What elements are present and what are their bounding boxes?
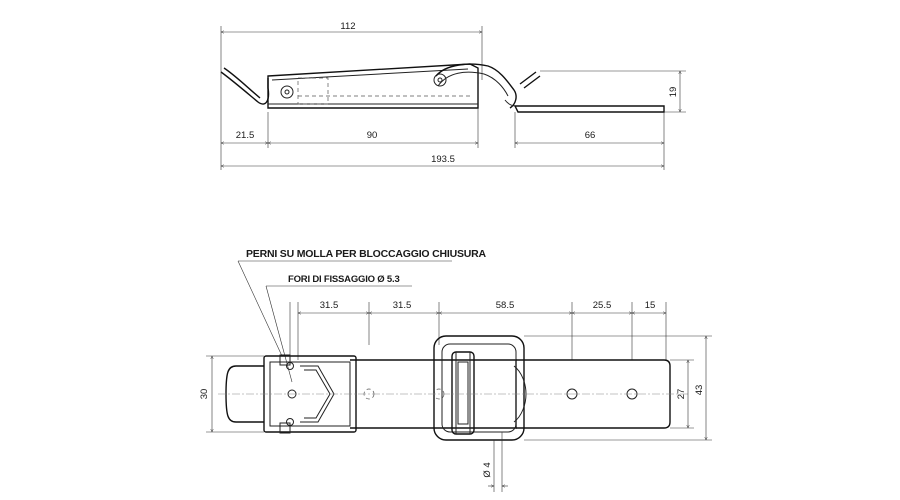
- dimension-66: 66: [515, 112, 664, 170]
- svg-text:PERNI SU MOLLA PER BLOCCAGGIO: PERNI SU MOLLA PER BLOCCAGGIO CHIUSURA: [246, 248, 487, 260]
- dimension-90: 90: [268, 108, 478, 148]
- top-view: PERNI SU MOLLA PER BLOCCAGGIO CHIUSURA F…: [199, 248, 712, 492]
- dimension-90-label: 90: [367, 130, 378, 141]
- dimension-66-label: 66: [585, 130, 596, 141]
- dimension-43-label: 43: [694, 385, 705, 396]
- wire-diameter-label: Ø 4: [482, 462, 493, 477]
- side-view: 112: [221, 21, 686, 170]
- dimension-21-5: 21.5: [221, 80, 268, 170]
- svg-text:FORI DI FISSAGGIO Ø 5.3: FORI DI FISSAGGIO Ø 5.3: [288, 274, 400, 285]
- dimension-19: 19: [540, 71, 686, 112]
- latch-side-profile: [220, 63, 665, 113]
- dimension-112-label: 112: [340, 21, 355, 32]
- pitch-31-5-a: 31.5: [320, 300, 339, 311]
- latch-top-profile: [218, 335, 690, 441]
- pitch-15: 15: [645, 300, 656, 311]
- dimension-193-5-label: 193.5: [431, 154, 455, 165]
- label-fixing-holes: FORI DI FISSAGGIO Ø 5.3: [265, 274, 412, 383]
- pitch-31-5-b: 31.5: [393, 300, 412, 311]
- pitch-58-5: 58.5: [496, 300, 515, 311]
- dimension-27: 27: [670, 360, 694, 428]
- dimension-27-label: 27: [676, 389, 687, 400]
- dimension-30-label: 30: [199, 389, 210, 400]
- dimension-19-label: 19: [668, 87, 679, 98]
- label-spring-pins: PERNI SU MOLLA PER BLOCCAGGIO CHIUSURA: [237, 248, 487, 357]
- dimension-wire-diameter: Ø 4: [482, 432, 508, 492]
- dimension-43: 43: [524, 336, 712, 440]
- dimension-112: 112: [221, 21, 482, 80]
- hole-pitch-dimensions: 31.5 31.5 58.5 25.5 15: [289, 300, 666, 360]
- pitch-25-5: 25.5: [593, 300, 612, 311]
- dimension-21-5-label: 21.5: [236, 130, 255, 141]
- dimension-193-5: 193.5: [221, 154, 664, 166]
- dimension-30: 30: [199, 356, 264, 432]
